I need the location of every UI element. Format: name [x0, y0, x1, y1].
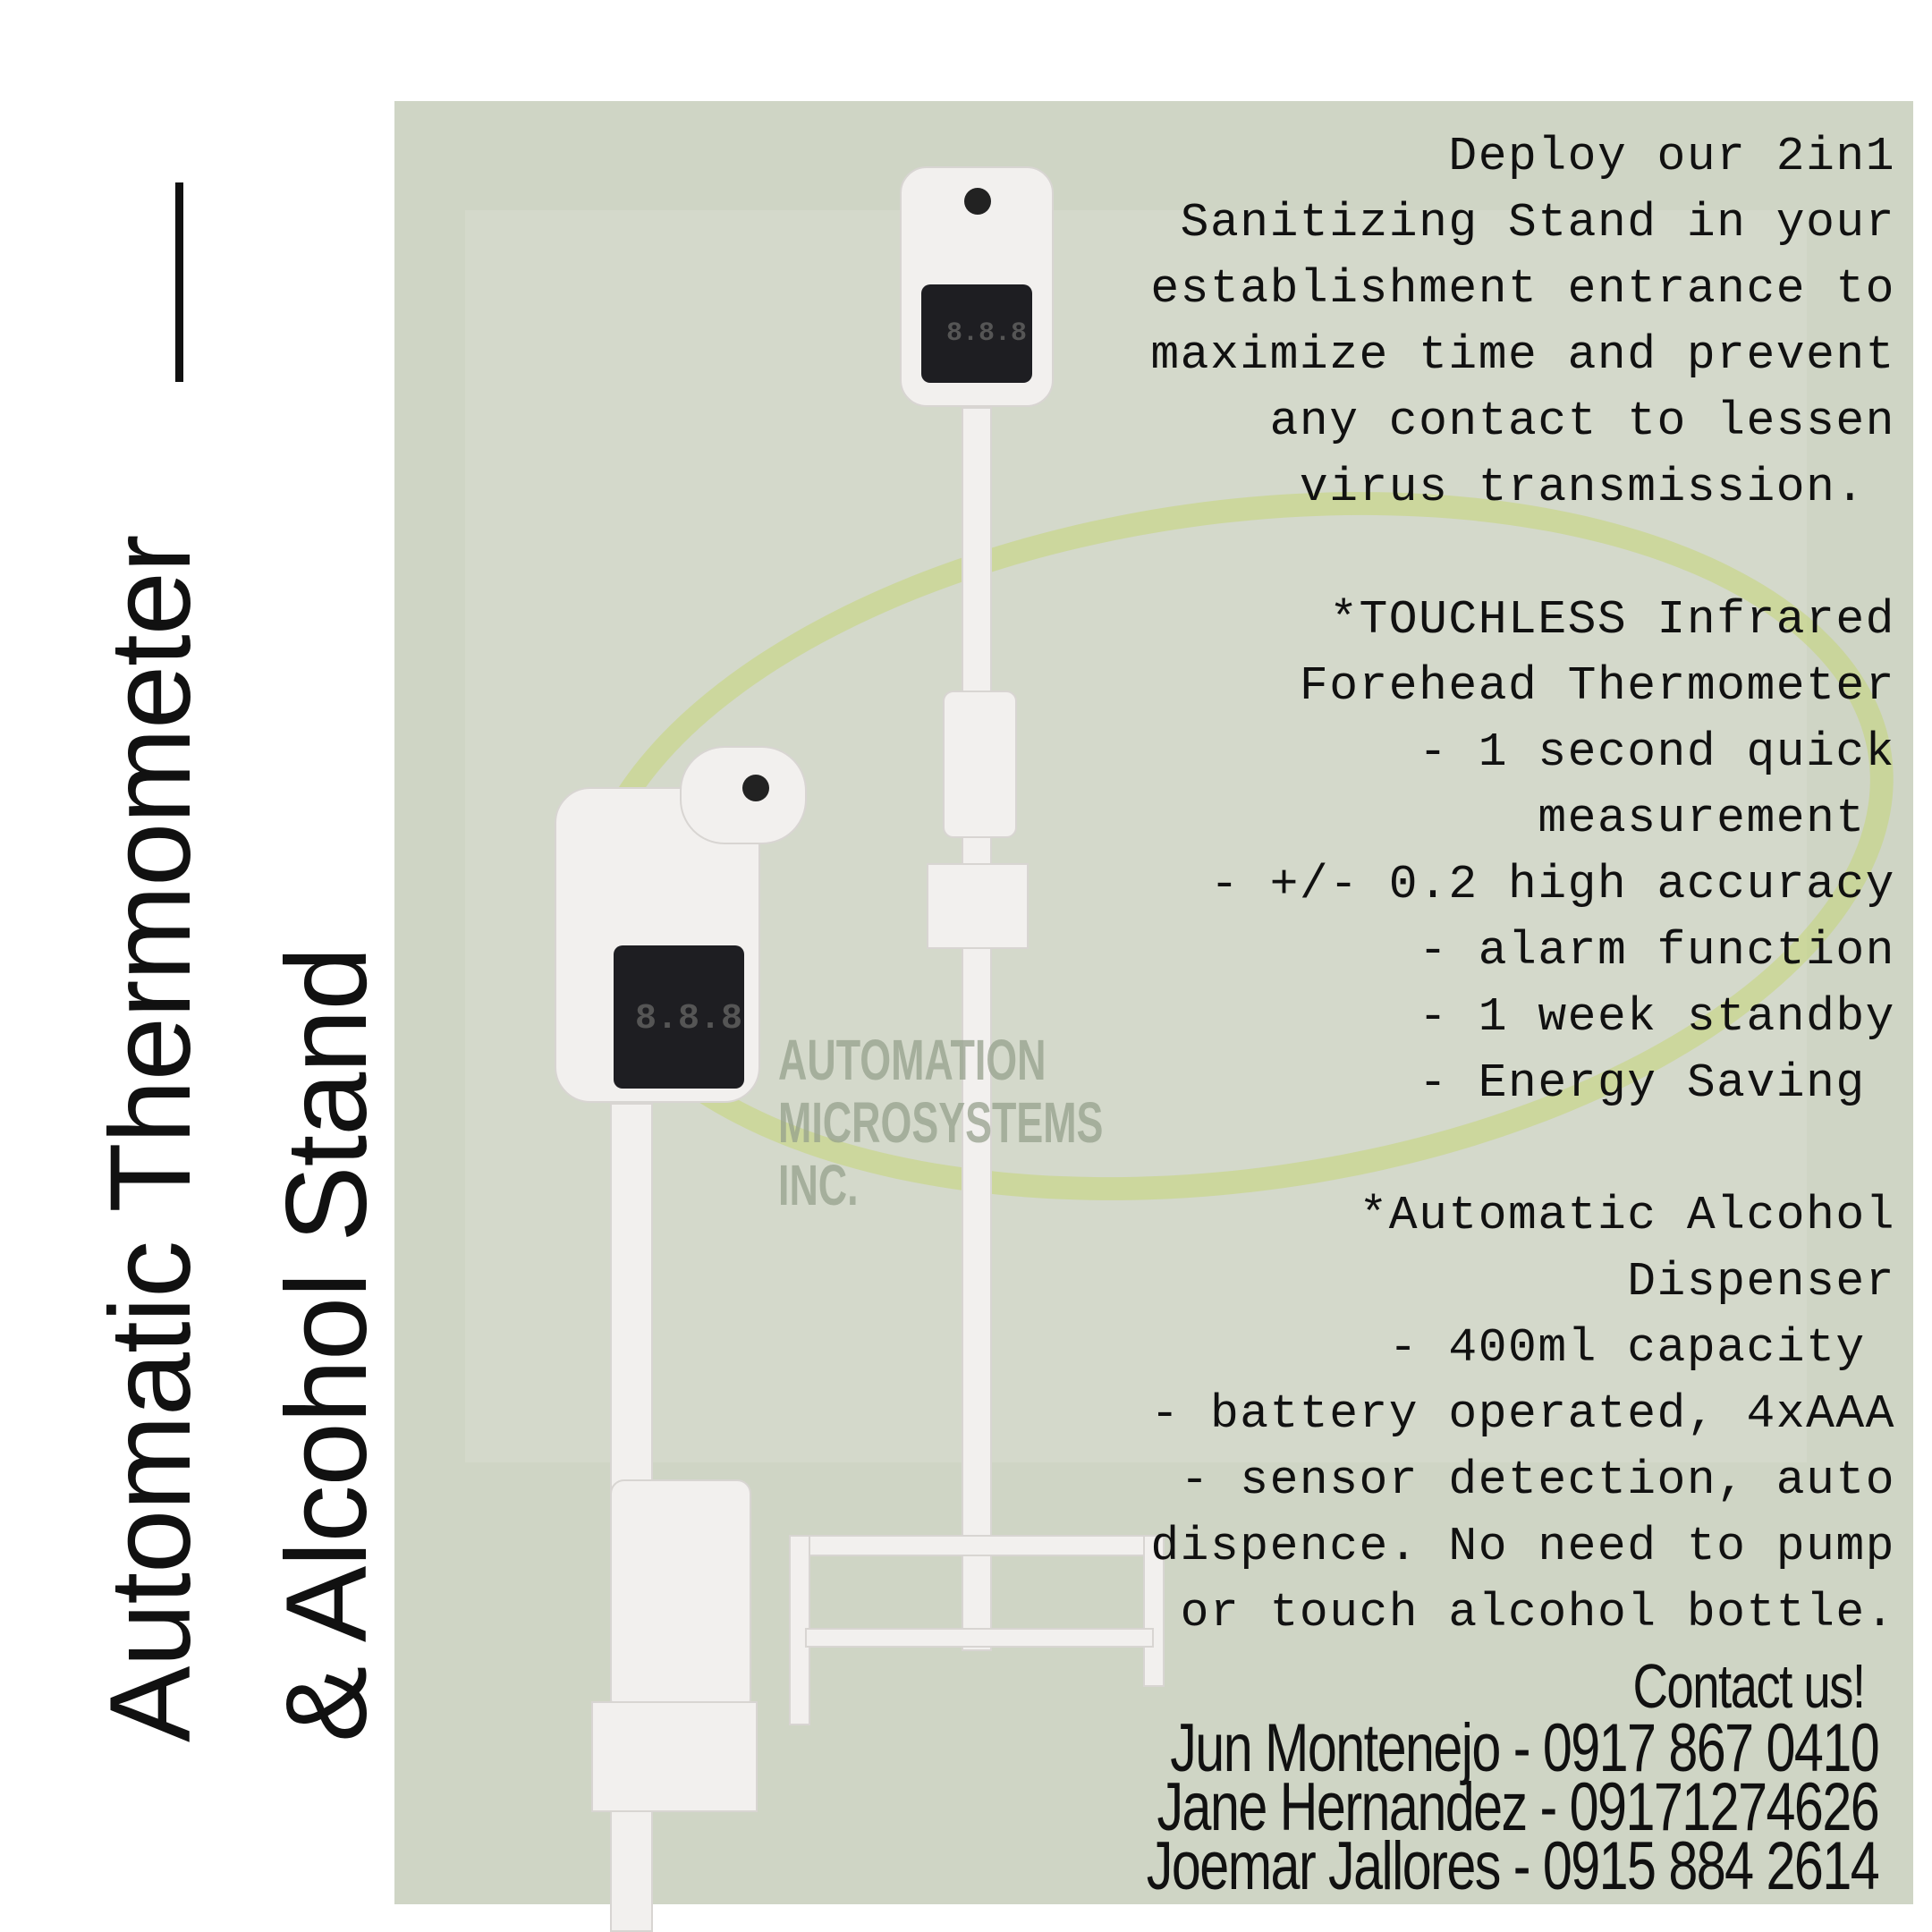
description-line: measurement [1538, 792, 1895, 845]
description-line: - Energy Saving [1419, 1056, 1895, 1110]
contact-heading: Contact us! [1632, 1651, 1866, 1721]
watermark-company: AUTOMATION MICROSYSTEMS INC. [778, 1028, 1104, 1217]
base-top-bar [789, 1535, 1165, 1556]
description-line [1001, 521, 1895, 587]
product-description: Deploy our 2in1 Sanitizing Stand in your… [1001, 123, 1895, 1646]
description-line: maximize time and prevent [1150, 328, 1895, 382]
description-line: - sensor detection, auto [1180, 1453, 1895, 1507]
tall-thermometer-head: 8.8.8 [900, 166, 1054, 407]
description-line: *TOUCHLESS Infrared [1329, 593, 1895, 647]
description-line [1001, 1116, 1895, 1182]
description-line: or touch alcohol bottle. [1180, 1586, 1895, 1640]
description-line: - battery operated, 4xAAA [1150, 1387, 1895, 1441]
description-line: Dispenser [1627, 1255, 1895, 1309]
description-line: *Automatic Alcohol [1359, 1189, 1895, 1242]
description-line: any contact to lessen [1269, 394, 1895, 448]
display-readout: 8.8.8 [946, 318, 1028, 349]
description-line: - 1 second quick [1419, 725, 1895, 779]
sensor-lens-icon [742, 775, 769, 801]
title-line-2: & Alcohol Stand [263, 947, 391, 1742]
base-cross-bar [805, 1628, 1154, 1648]
contact-section: Contact us! Jun Montenejo - 0917 867 041… [940, 1651, 1880, 1904]
description-line: - +/- 0.2 high accuracy [1209, 858, 1895, 911]
description-line: Sanitizing Stand in your [1180, 196, 1895, 250]
display-screen: 8.8.8 [921, 284, 1032, 383]
description-line: Deploy our 2in1 [1448, 130, 1895, 183]
description-line: - 1 week standby [1419, 990, 1895, 1044]
description-line: virus transmission. [1299, 461, 1895, 514]
contact-person: Jun Montenejo - 0917 867 0410 [1170, 1710, 1879, 1786]
contact-person: Joemar Jallores - 0915 884 2614 [1146, 1828, 1880, 1904]
short-holder-box [591, 1701, 758, 1812]
title-line-1: Automatic Thermometer [87, 535, 215, 1742]
tall-alcohol-dispenser [943, 691, 1017, 838]
sensor-lens-icon [964, 188, 991, 215]
contact-person: Jane Hernandez - 09171274626 [1157, 1769, 1879, 1845]
tall-pole [962, 407, 992, 1651]
description-line: - 400ml capacity [1388, 1321, 1895, 1375]
tall-holder-box [927, 863, 1029, 949]
short-sensor-arm [680, 746, 807, 844]
display-readout: 8.8.8 [635, 999, 743, 1039]
accent-divider [175, 182, 183, 382]
description-line: Forehead Thermometer [1299, 659, 1895, 713]
description-line: dispence. No need to pump [1150, 1520, 1895, 1573]
description-line: - alarm function [1419, 924, 1895, 978]
short-alcohol-dispenser [610, 1479, 751, 1713]
display-screen: 8.8.8 [614, 945, 744, 1089]
description-line: establishment entrance to [1150, 262, 1895, 316]
base-right-leg [1143, 1535, 1165, 1687]
